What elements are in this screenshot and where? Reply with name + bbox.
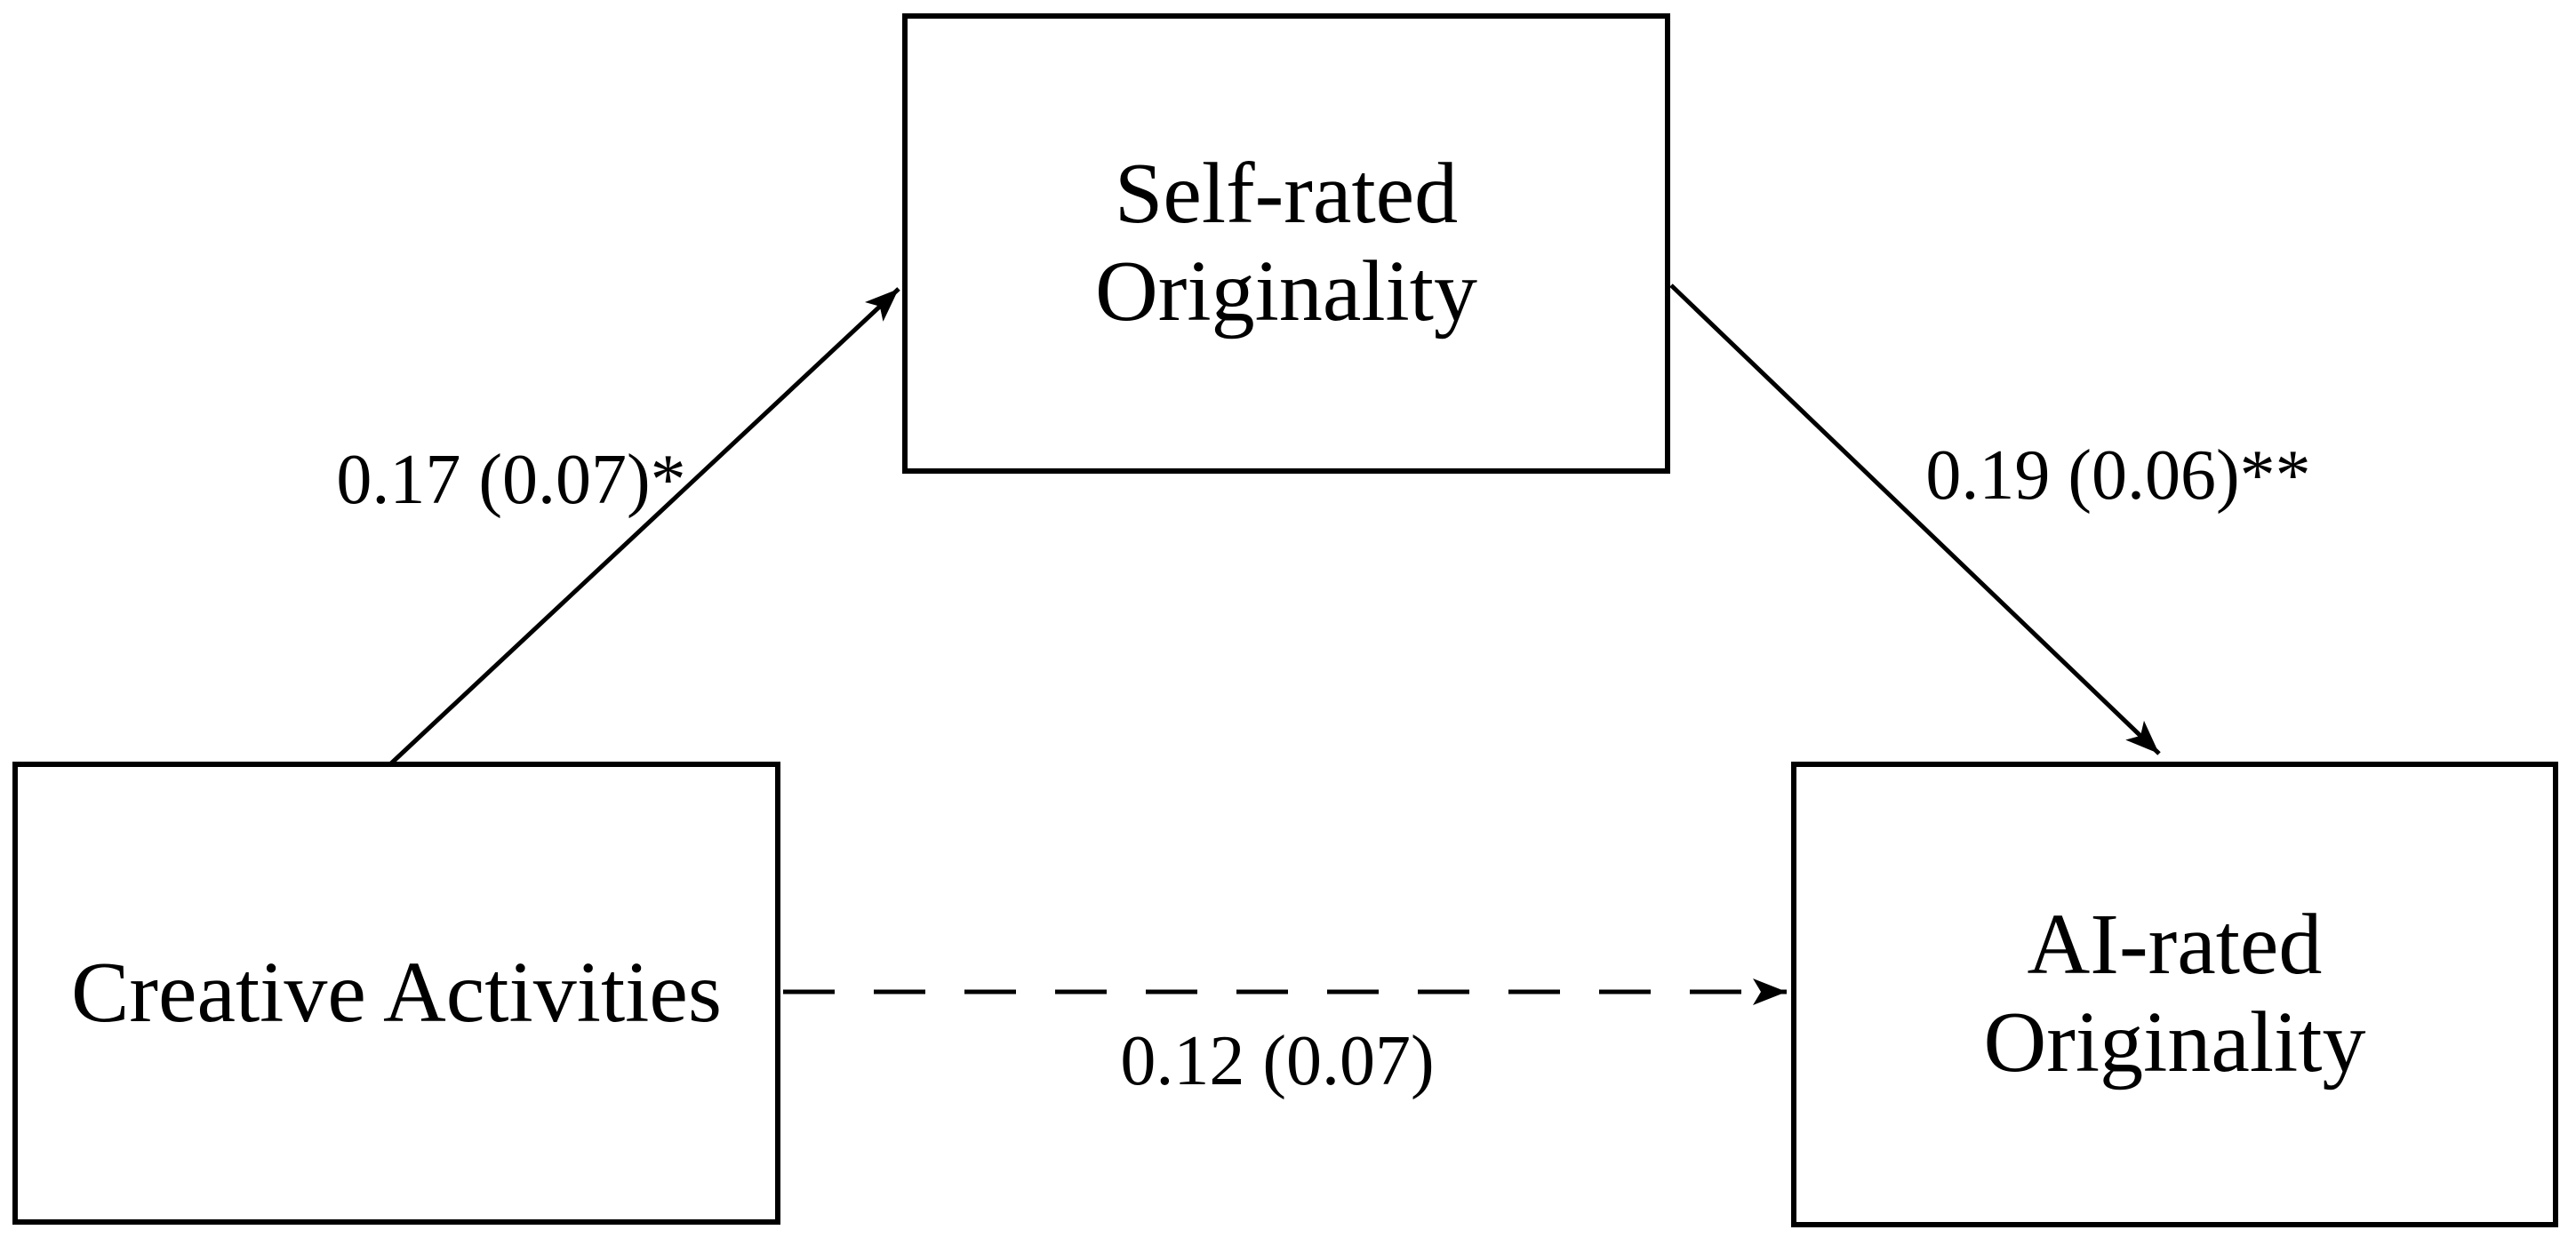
path-b-arrow <box>1669 284 2161 755</box>
node-self-rated-originality: Self-rated Originality <box>902 13 1670 474</box>
node-creative-activities-label: Creative Activities <box>70 944 723 1041</box>
node-self-rated-originality-line1: Self-rated <box>1114 146 1459 243</box>
node-ai-rated-originality-label: AI-rated Originality <box>1983 897 2365 1092</box>
node-ai-rated-originality-line2: Originality <box>1983 994 2366 1090</box>
node-ai-rated-originality-line1: AI-rated <box>2027 897 2323 994</box>
path-b-coefficient-label: 0.19 (0.06)** <box>1925 436 2311 515</box>
path-a-arrow <box>389 287 900 765</box>
path-c-coefficient-label: 0.12 (0.07) <box>1120 1022 1435 1100</box>
node-creative-activities: Creative Activities <box>12 762 780 1225</box>
node-ai-rated-originality: AI-rated Originality <box>1791 762 2558 1227</box>
node-self-rated-originality-label: Self-rated Originality <box>1095 146 1477 341</box>
node-self-rated-originality-line2: Originality <box>1094 244 1478 339</box>
path-a-coefficient-label: 0.17 (0.07)* <box>336 441 686 519</box>
